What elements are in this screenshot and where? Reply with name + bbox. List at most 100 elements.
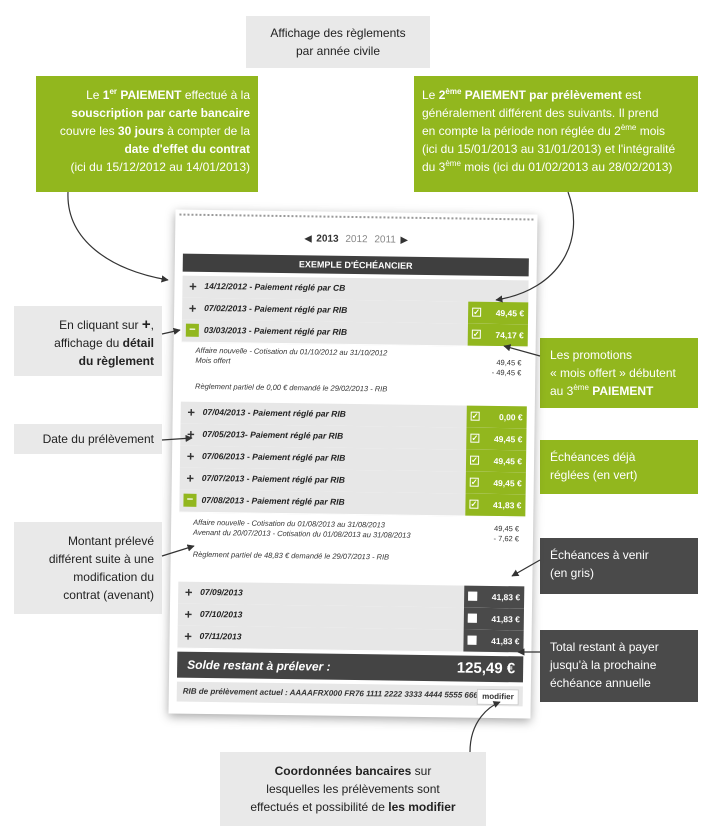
checked-box-icon: ✓	[470, 411, 480, 421]
paid-amount-cell: ✓ 41,83 €	[465, 493, 526, 517]
schedule-row[interactable]: +07/11/2013 41,83 €	[177, 625, 524, 654]
schedule-payment-text: - Paiement réglé par RIB	[244, 451, 346, 463]
callout-promotions: Les promotions « mois offert » débutent …	[540, 338, 698, 408]
schedule-date: 07/09/2013	[200, 586, 243, 598]
schedule-row-label: 07/06/2013 - Paiement réglé par RIB	[202, 451, 345, 463]
detail-value: 49,45 €	[496, 357, 522, 368]
detail-august: Affaire nouvelle - Cotisation du 01/08/2…	[193, 518, 520, 573]
schedule-row-label: 03/03/2013 - Paiement réglé par RIB	[204, 325, 347, 337]
amount-value: 41,83 €	[492, 499, 522, 511]
schedule-row-label: 07/09/2013	[200, 587, 243, 598]
remaining-balance-bar: Solde restant à prélever : 125,49 €	[177, 651, 524, 683]
remaining-balance-value: 125,49 €	[456, 659, 516, 678]
schedule-row[interactable]: −07/08/2013 - Paiement réglé par RIB ✓ 41,…	[179, 489, 526, 518]
rib-label: RIB de prélèvement actuel : AAAAFRX000 F…	[182, 686, 478, 700]
detail-line: Avenant du 20/07/2013 - Cotisation du 01…	[192, 527, 411, 540]
schedule-row-label: 07/08/2013 - Paiement réglé par RIB	[201, 495, 344, 507]
callout-debit-date: Date du prélèvement	[14, 424, 162, 454]
schedule-date: 07/07/2013	[201, 472, 245, 484]
checked-box-icon: ✓	[470, 455, 480, 465]
callout-upcoming-schedules: Échéances à venir (en gris)	[540, 538, 698, 594]
callout-paid-schedules: Échéances déjà réglées (en vert)	[540, 440, 698, 494]
year-2011[interactable]: 2011	[374, 234, 396, 246]
paid-amount-cell: ✓ 49,45 €	[466, 427, 527, 451]
schedule-row-label: 07/11/2013	[200, 631, 242, 642]
prev-year-arrow-icon[interactable]: ◀	[304, 233, 312, 244]
paid-amount-cell: ✓ 49,45 €	[465, 471, 526, 495]
schedule-payment-text: - Paiement réglé par RIB	[244, 429, 344, 441]
schedule-payment-text: - Paiement réglé par RIB	[245, 407, 346, 419]
schedule-date: 03/03/2013	[203, 324, 247, 336]
amount-value: 0,00 €	[498, 412, 523, 423]
checked-box-icon: ✓	[469, 499, 479, 509]
paid-amount-cell: ✓ 0,00 €	[466, 405, 527, 429]
next-year-arrow-icon[interactable]: ▶	[400, 234, 408, 245]
callout-second-payment: Le 2ème PAIEMENT par prélèvement est gén…	[414, 76, 698, 192]
schedule-date: 07/06/2013	[202, 450, 245, 462]
paid-amount-cell: ✓74,17 €	[467, 323, 528, 347]
schedule-paper: ◀ 2013 2012 2011 ▶ EXEMPLE D'ÉCHÉANCIER …	[168, 209, 538, 719]
empty-box-icon	[468, 591, 478, 601]
amount-value: 41,83 €	[491, 591, 521, 603]
expand-icon[interactable]: +	[186, 426, 195, 442]
checked-box-icon: ✓	[472, 307, 482, 317]
amount-value: 74,17 €	[495, 329, 524, 341]
amount-value: 41,83 €	[491, 635, 520, 647]
checked-box-icon: ✓	[470, 433, 480, 443]
callout-bank-details: Coordonnées bancaires sur lesquelles les…	[220, 752, 486, 826]
schedule-date: 07/02/2013	[204, 302, 247, 314]
callout-amount-changed: Montant prélevé différent suite à une mo…	[14, 522, 162, 614]
schedule-row-label: 14/12/2012 - Paiement réglé par CB	[204, 281, 345, 293]
amount-value: 49,45 €	[495, 307, 525, 319]
callout-first-payment: Le 1er PAIEMENT effectué à la souscripti…	[36, 76, 258, 192]
expand-icon[interactable]: +	[184, 606, 193, 622]
amount-value: 49,45 €	[493, 433, 523, 445]
schedule-payment-text: - Paiement réglé par RIB	[246, 303, 348, 315]
schedule-payment-text: - Paiement réglé par RIB	[244, 473, 346, 485]
year-selector: ◀ 2013 2012 2011 ▶	[175, 231, 537, 247]
schedule-date: 07/05/2013	[202, 428, 246, 440]
callout-detail-click: En cliquant sur +, affichage du détail d…	[14, 306, 162, 376]
expand-icon[interactable]: +	[184, 628, 192, 644]
callout-total-remaining: Total restant à payer jusqu'à la prochai…	[540, 630, 698, 702]
due-amount-cell: 41,83 €	[464, 585, 525, 609]
detail-line: Règlement partiel de 0,00 € demandé le 2…	[195, 381, 388, 394]
amount-value: 49,45 €	[493, 455, 523, 467]
expand-icon[interactable]: +	[189, 278, 197, 294]
schedule-title: EXEMPLE D'ÉCHÉANCIER	[182, 253, 529, 277]
due-amount-cell: 41,83 €	[463, 607, 525, 631]
schedule-row-label: 07/07/2013 - Paiement réglé par RIB	[202, 473, 345, 485]
schedule-payment-text: - Paiement réglé par RIB	[246, 325, 348, 337]
detail-value: - 7,62 €	[493, 533, 520, 544]
amount-value: 49,45 €	[493, 477, 522, 489]
schedule-date: 14/12/2012	[204, 280, 248, 292]
schedule-row-label: 07/04/2013 - Paiement réglé par RIB	[203, 407, 346, 419]
schedule-date: 07/10/2013	[199, 608, 243, 620]
checked-box-icon: ✓	[469, 477, 479, 487]
dotted-divider	[179, 213, 534, 223]
detail-line: Règlement partiel de 48,83 € demandé le …	[192, 549, 390, 562]
rib-modify-button[interactable]: modifier	[477, 688, 519, 706]
detail-value: - 49,45 €	[491, 367, 522, 378]
collapse-icon[interactable]: −	[183, 493, 197, 507]
paid-amount-cell: ✓ 49,45 €	[467, 301, 529, 325]
year-2013[interactable]: 2013	[316, 233, 339, 245]
remaining-balance-label: Solde restant à prélever :	[187, 657, 331, 674]
schedule-row-label: 07/10/2013	[200, 609, 243, 620]
empty-box-icon	[467, 635, 477, 645]
schedule-date: 07/04/2013	[202, 406, 246, 418]
expand-icon[interactable]: +	[186, 448, 195, 464]
expand-icon[interactable]: +	[184, 584, 193, 600]
schedule-payment-text: - Paiement réglé par RIB	[243, 495, 345, 507]
expand-icon[interactable]: +	[187, 404, 196, 420]
detail-march: Affaire nouvelle - Cotisation du 01/10/2…	[195, 346, 522, 401]
schedule-date: 07/11/2013	[199, 630, 242, 642]
paid-amount-cell: ✓ 49,45 €	[465, 449, 527, 473]
year-2012[interactable]: 2012	[345, 233, 368, 246]
expand-icon[interactable]: +	[186, 470, 195, 486]
schedule-row-label: 07/02/2013 - Paiement réglé par RIB	[204, 303, 347, 315]
detail-value: 49,45 €	[494, 523, 520, 534]
schedule-row[interactable]: −03/03/2013 - Paiement réglé par RIB ✓74,…	[181, 319, 528, 348]
expand-icon[interactable]: +	[188, 300, 197, 316]
collapse-icon[interactable]: −	[185, 323, 199, 337]
